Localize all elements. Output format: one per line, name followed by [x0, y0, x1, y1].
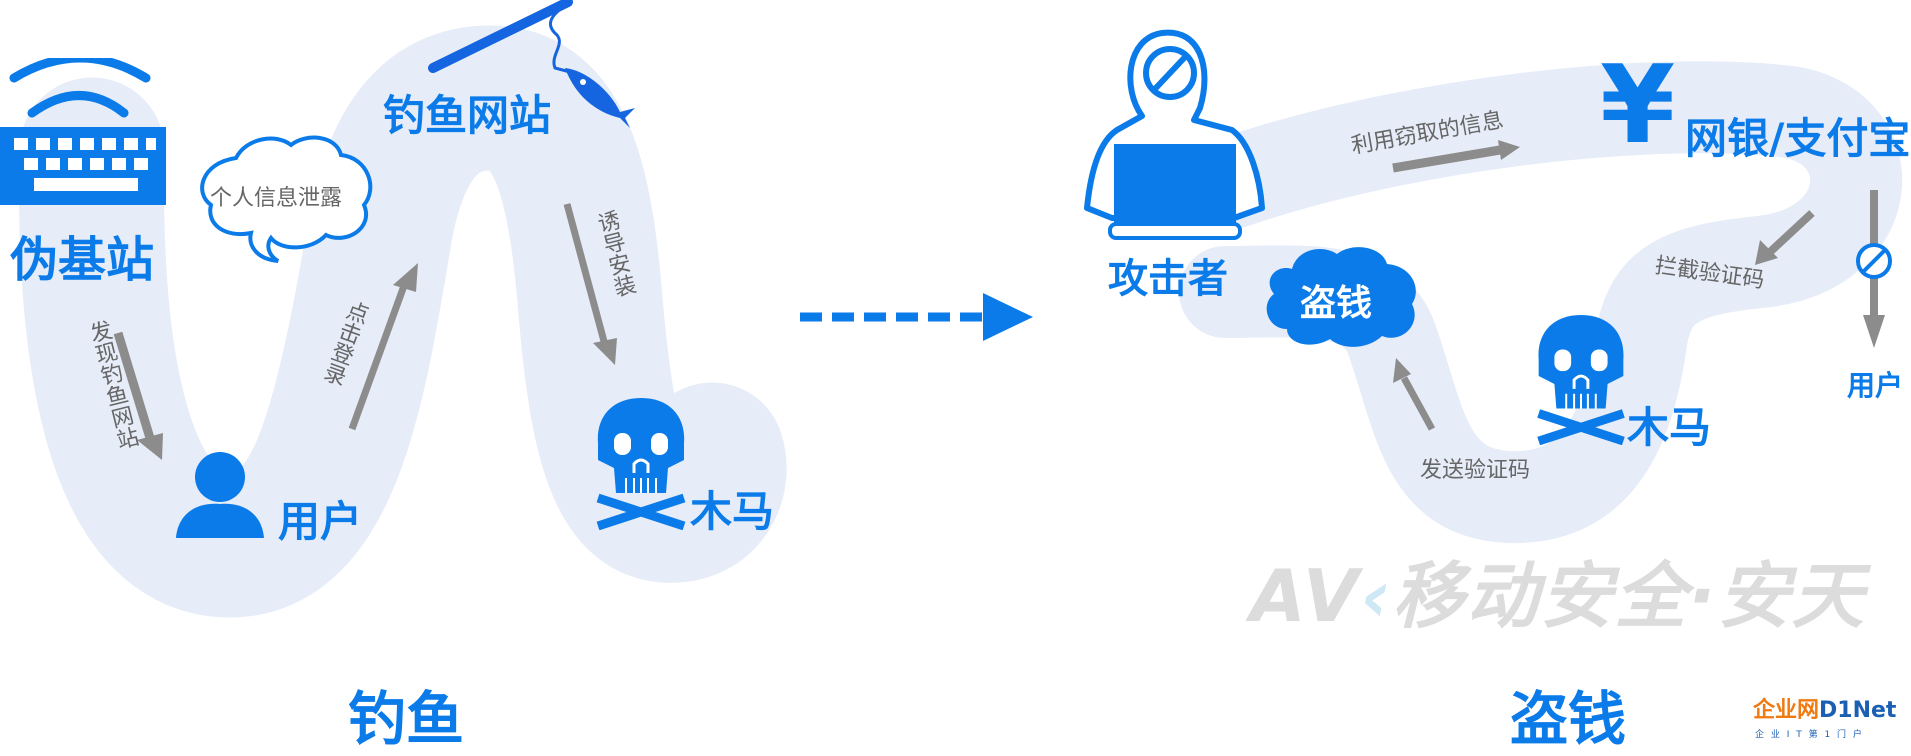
blocked-icon — [1856, 243, 1892, 279]
right-trojan-label: 木马 — [1627, 403, 1712, 452]
bank-label: 网银/支付宝 — [1685, 114, 1911, 163]
user-label: 用户 — [278, 497, 363, 546]
arrow-send-code — [1393, 358, 1436, 431]
dashed-transition-arrow — [800, 293, 1033, 341]
fake-base-station-icon — [0, 58, 166, 205]
trojan-label: 木马 — [690, 487, 775, 536]
arrow-induce-install — [563, 203, 617, 365]
watermark: AV‹移动安全·安天 — [1250, 554, 1866, 638]
info-leak-label: 个人信息泄露 — [210, 186, 343, 211]
arrow-click-login — [348, 263, 418, 431]
d1net-logo: 企业网D1Net — [1753, 700, 1896, 722]
attacker-icon — [1084, 29, 1265, 240]
arrow-intercept — [1755, 210, 1815, 265]
arrow-discover — [113, 331, 163, 460]
trojan-skull-icon — [596, 398, 686, 530]
right-user-label: 用户 — [1847, 369, 1904, 402]
watermark-brand: AV — [1250, 554, 1361, 638]
send-code-label: 发送验证码 — [1420, 458, 1531, 483]
steal-money-label: 盗钱 — [1300, 283, 1373, 324]
steal-band — [1179, 61, 1903, 544]
logo-en: D1Net — [1819, 698, 1897, 723]
yen-icon: ¥ — [1600, 43, 1676, 168]
watermark-text: 移动安全·安天 — [1392, 554, 1866, 638]
phishing-site-label: 钓鱼网站 — [383, 91, 552, 140]
fishing-rod-icon — [428, 0, 635, 128]
speech-cloud-icon — [200, 135, 373, 263]
logo-tagline: 企 业 I T 第 1 门 户 — [1755, 730, 1864, 740]
fish-icon — [565, 68, 635, 128]
fake-base-station-label: 伪基站 — [10, 232, 155, 288]
phishing-title: 钓鱼 — [348, 685, 465, 753]
steal-money-cloud-icon — [1266, 247, 1416, 347]
logo-cn: 企业网 — [1753, 698, 1820, 723]
right-trojan-skull-icon — [1537, 315, 1625, 445]
user-icon — [176, 452, 264, 538]
arrow-use-info — [1392, 140, 1520, 173]
attacker-label: 攻击者 — [1108, 256, 1228, 302]
steal-title: 盗钱 — [1510, 685, 1627, 753]
